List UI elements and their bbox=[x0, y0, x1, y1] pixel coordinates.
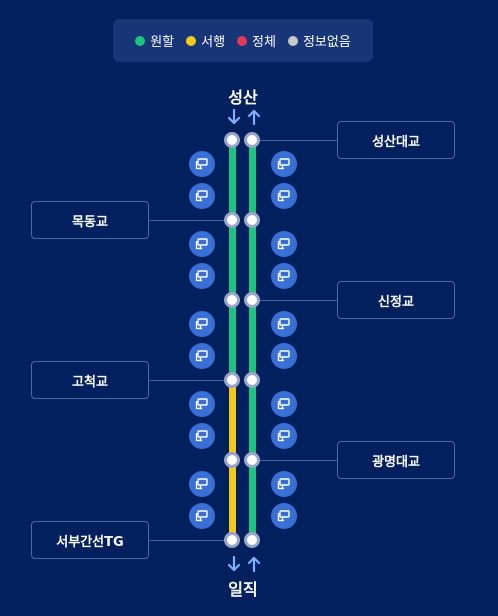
legend-item-congested: 정체 bbox=[237, 31, 276, 50]
legend-label-no-info: 정보없음 bbox=[302, 35, 351, 50]
legend: 원할 서행 정체 정보없음 bbox=[113, 19, 373, 62]
legend-item-no-info: 정보없음 bbox=[287, 31, 351, 50]
cctv-camera-icon[interactable] bbox=[271, 423, 297, 449]
legend-dot-no-info bbox=[287, 35, 298, 46]
cctv-camera-icon[interactable] bbox=[189, 231, 215, 257]
station-label-4[interactable]: 광명대교 bbox=[337, 441, 455, 479]
cctv-camera-icon[interactable] bbox=[189, 503, 215, 529]
cctv-camera-icon[interactable] bbox=[271, 183, 297, 209]
cctv-camera-icon[interactable] bbox=[271, 343, 297, 369]
arrow-up-icon bbox=[247, 109, 261, 126]
cctv-camera-icon[interactable] bbox=[271, 311, 297, 337]
cctv-camera-icon[interactable] bbox=[271, 263, 297, 289]
southbound-segment bbox=[228, 380, 236, 460]
cctv-camera-icon[interactable] bbox=[189, 183, 215, 209]
northbound-segment bbox=[248, 380, 256, 460]
station-connector bbox=[252, 140, 337, 141]
station-node[interactable] bbox=[224, 452, 240, 468]
station-node[interactable] bbox=[244, 532, 260, 548]
station-node[interactable] bbox=[224, 212, 240, 228]
direction-arrows-top bbox=[227, 108, 261, 126]
northbound-segment bbox=[248, 140, 256, 220]
station-node[interactable] bbox=[244, 132, 260, 148]
station-node[interactable] bbox=[224, 532, 240, 548]
station-label-3[interactable]: 고척교 bbox=[31, 361, 149, 399]
station-node[interactable] bbox=[224, 372, 240, 388]
cctv-camera-icon[interactable] bbox=[189, 343, 215, 369]
cctv-camera-icon[interactable] bbox=[271, 471, 297, 497]
cctv-camera-icon[interactable] bbox=[189, 391, 215, 417]
arrow-down-icon bbox=[227, 108, 241, 125]
southbound-segment bbox=[228, 300, 236, 380]
northbound-segment bbox=[248, 300, 256, 380]
southbound-segment bbox=[228, 460, 236, 540]
station-node[interactable] bbox=[244, 452, 260, 468]
station-connector bbox=[252, 300, 337, 301]
northbound-segment bbox=[248, 220, 256, 300]
legend-dot-smooth bbox=[135, 35, 146, 46]
cctv-camera-icon[interactable] bbox=[189, 471, 215, 497]
arrow-up-icon bbox=[247, 556, 261, 573]
station-label-1[interactable]: 목동교 bbox=[31, 201, 149, 239]
station-node[interactable] bbox=[224, 132, 240, 148]
top-endpoint: 성산 bbox=[228, 88, 258, 107]
cctv-camera-icon[interactable] bbox=[271, 151, 297, 177]
station-label-2[interactable]: 신정교 bbox=[337, 281, 455, 319]
station-node[interactable] bbox=[224, 292, 240, 308]
bottom-endpoint: 일직 bbox=[228, 580, 258, 599]
cctv-camera-icon[interactable] bbox=[271, 503, 297, 529]
direction-arrows-bottom bbox=[227, 555, 261, 573]
southbound-segment bbox=[228, 140, 236, 220]
cctv-camera-icon[interactable] bbox=[271, 391, 297, 417]
station-connector bbox=[149, 220, 232, 221]
cctv-camera-icon[interactable] bbox=[189, 151, 215, 177]
station-connector bbox=[149, 540, 232, 541]
legend-item-slow: 서행 bbox=[186, 31, 225, 50]
station-connector bbox=[149, 380, 232, 381]
station-label-5[interactable]: 서부간선TG bbox=[31, 521, 149, 559]
legend-item-smooth: 원할 bbox=[135, 31, 174, 50]
station-node[interactable] bbox=[244, 372, 260, 388]
cctv-camera-icon[interactable] bbox=[271, 231, 297, 257]
legend-label-slow: 서행 bbox=[201, 35, 226, 50]
cctv-camera-icon[interactable] bbox=[189, 263, 215, 289]
arrow-down-icon bbox=[227, 555, 241, 572]
legend-dot-congested bbox=[237, 35, 248, 46]
station-node[interactable] bbox=[244, 212, 260, 228]
cctv-camera-icon[interactable] bbox=[189, 423, 215, 449]
southbound-segment bbox=[228, 220, 236, 300]
northbound-segment bbox=[248, 460, 256, 540]
legend-label-congested: 정체 bbox=[252, 35, 276, 50]
legend-dot-slow bbox=[186, 35, 197, 46]
cctv-camera-icon[interactable] bbox=[189, 311, 215, 337]
legend-label-smooth: 원할 bbox=[150, 35, 175, 50]
station-connector bbox=[252, 460, 337, 461]
station-label-0[interactable]: 성산대교 bbox=[337, 121, 455, 159]
station-node[interactable] bbox=[244, 292, 260, 308]
